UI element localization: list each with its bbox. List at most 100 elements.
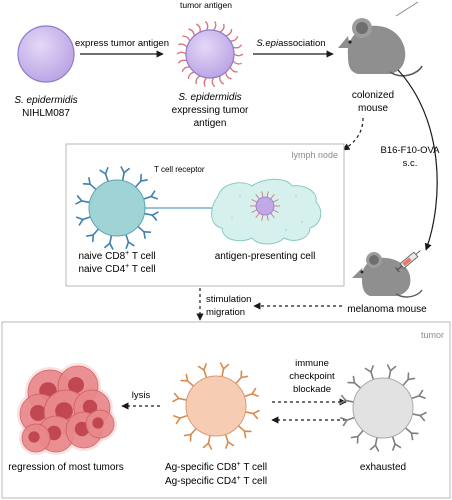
antigen-spike xyxy=(212,20,217,31)
naive-cd4-label: naive CD4+ T cell xyxy=(78,263,155,275)
tumor-antigen-label: tumor antigen xyxy=(180,0,232,10)
injection-label-2: s.c. xyxy=(403,158,418,169)
mouse-icon xyxy=(338,1,423,77)
antigen-spike xyxy=(229,66,238,73)
antigen-spike xyxy=(232,60,242,65)
apc-antigen-spike xyxy=(251,199,258,203)
ag-cd4-label: Ag-specific CD4+ T cell xyxy=(165,475,267,487)
t-cell-icon xyxy=(75,166,159,250)
antigen-spike xyxy=(203,77,208,88)
apc-antigen-spike xyxy=(266,191,269,198)
antigen-spike xyxy=(195,23,201,33)
antigen-spike xyxy=(195,75,201,85)
activated-t-cell-icon xyxy=(172,362,260,450)
lysis-label: lysis xyxy=(132,390,151,401)
t-cell-receptor-icon xyxy=(243,387,259,398)
t-cell-receptor-icon xyxy=(391,435,402,451)
apc-antigen-spike xyxy=(255,212,260,219)
t-cell-receptor-icon xyxy=(410,389,426,400)
antigen-bacterium-icon xyxy=(176,20,244,88)
t-cell-receptor-icon xyxy=(219,362,230,378)
t-cell-receptor-icon xyxy=(364,365,375,381)
t-cell-receptor-icon xyxy=(235,370,249,385)
regression-label: regression of most tumors xyxy=(8,462,124,473)
bacterium-icon xyxy=(17,25,75,83)
icb-label-3: blockade xyxy=(293,384,331,395)
t-cell-receptor-icon xyxy=(402,372,416,387)
apc-antigen-spike xyxy=(272,199,279,203)
dendritic-cell-icon xyxy=(211,178,322,245)
melanoma-mouse-label: melanoma mouse xyxy=(347,304,427,315)
lymph-node-title: lymph node xyxy=(291,150,338,160)
apc-antigen-spike xyxy=(266,214,269,221)
tumor-cluster-icon xyxy=(17,363,117,455)
t-cell-receptor-icon xyxy=(180,373,195,387)
t-cell-receptor-icon xyxy=(137,225,152,239)
t-cell-receptor-icon xyxy=(143,211,159,221)
antigen-spike xyxy=(211,77,216,88)
icb-label-2: checkpoint xyxy=(289,371,335,382)
t-cell-receptor-icon xyxy=(369,436,380,452)
colonized-label-1: colonized xyxy=(352,90,394,101)
bacterium-species-label: S. epidermidis xyxy=(14,95,77,106)
apc-antigen-spike xyxy=(270,193,275,200)
t-cell-receptor-icon xyxy=(142,190,158,200)
injection-label-1: B16-F10-OVA xyxy=(381,145,441,156)
t-cell-receptor-icon xyxy=(404,427,419,441)
antigen-spike xyxy=(219,23,225,33)
syringe-icon xyxy=(395,250,421,273)
migration-label: migration xyxy=(206,307,245,318)
t-cell-receptor-icon xyxy=(125,233,135,249)
icb-label-1: immune xyxy=(295,358,329,369)
t-cell-receptor-icon xyxy=(172,392,188,403)
exhausted-label: exhausted xyxy=(360,462,406,473)
colonized-to-lymph-arrow xyxy=(342,117,364,151)
t-cell-receptor-icon xyxy=(350,429,364,444)
mouse-with-syringe-icon xyxy=(352,250,423,298)
antigen-spike xyxy=(225,29,233,37)
t-cell-receptor-icon xyxy=(86,228,100,243)
antigen-spike xyxy=(219,75,225,85)
association-label: S.epiassociation xyxy=(256,38,325,49)
apc-label: antigen-presenting cell xyxy=(215,251,316,262)
t-cell-receptor-icon xyxy=(120,166,130,182)
t-cell-receptor-icon xyxy=(339,394,355,405)
t-cell-receptor-icon xyxy=(244,409,260,420)
ag-cd8-label: Ag-specific CD8+ T cell xyxy=(165,461,267,473)
t-cell-receptor-icon xyxy=(75,195,91,205)
t-cell-receptor-icon xyxy=(183,427,197,442)
t-cell-receptor-icon xyxy=(386,364,397,380)
t-cell-receptor-icon xyxy=(237,425,252,439)
antigen-spike xyxy=(230,35,239,42)
antigen-spike xyxy=(188,28,195,36)
apc-antigen-spike xyxy=(261,214,264,221)
antigen-spike xyxy=(178,43,188,48)
apc-antigen-spike xyxy=(270,212,275,219)
express-antigen-label: express tumor antigen xyxy=(75,38,169,49)
antigen-spike xyxy=(181,66,190,73)
t-cell-receptor-icon xyxy=(173,414,189,425)
antigen-spike xyxy=(187,71,195,79)
antigen-spike xyxy=(232,44,243,49)
t-cell-receptor-icon xyxy=(134,173,148,188)
apc-antigen-spike xyxy=(261,191,264,198)
t-cell-receptor-icon xyxy=(197,363,208,379)
tumor-box-title: tumor xyxy=(421,330,444,340)
t-cell-receptor-icon xyxy=(202,434,213,450)
engineered-species-label: S. epidermidis xyxy=(178,92,241,103)
apc-antigen-spike xyxy=(255,193,260,200)
t-cell-receptor-icon xyxy=(411,411,427,422)
bacterium-strain-label: NIHLM087 xyxy=(22,108,70,119)
t-cell-receptor-icon xyxy=(76,216,92,226)
t-cell-receptor-icon xyxy=(82,177,97,191)
antigen-spike xyxy=(182,35,191,42)
engineered-line3-label: antigen xyxy=(194,118,227,129)
t-cell-receptor-icon xyxy=(104,234,114,250)
stimulation-label: stimulation xyxy=(206,294,251,305)
antigen-spike xyxy=(233,53,244,57)
t-cell-receptor-icon xyxy=(340,416,356,427)
apc-antigen-spike xyxy=(272,209,279,213)
antigen-spike xyxy=(177,59,188,64)
tcr-label: T cell receptor xyxy=(154,165,205,174)
antigen-spike xyxy=(176,51,187,55)
